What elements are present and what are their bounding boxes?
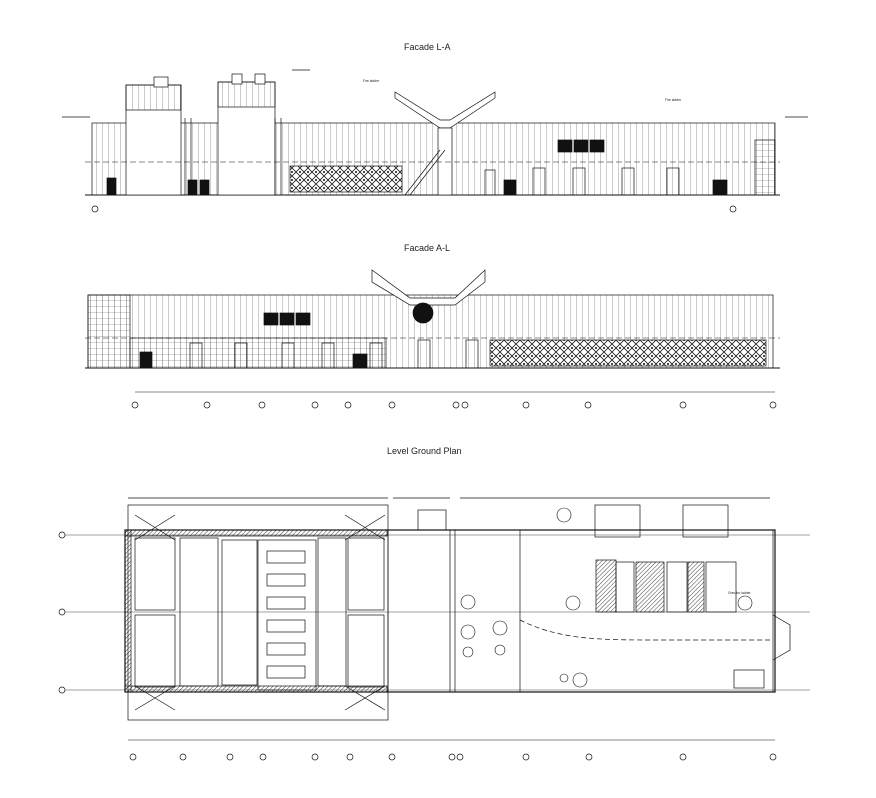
facade-la: Fire ladder Fire ladder [62,69,808,213]
facade-al [85,269,780,409]
ground-plan-title: Level Ground Plan [387,446,462,456]
grec-ladder-label: Grec for ladder [728,591,751,595]
facade-al-title: Facade A-L [404,243,451,253]
fire-ladder-label-1: Fire ladder [363,79,380,83]
facade-la-title: Facade L-A [404,42,451,52]
fire-ladder-label-2: Fire ladder [665,98,682,102]
ground-plan: Grec for ladder [58,497,810,761]
